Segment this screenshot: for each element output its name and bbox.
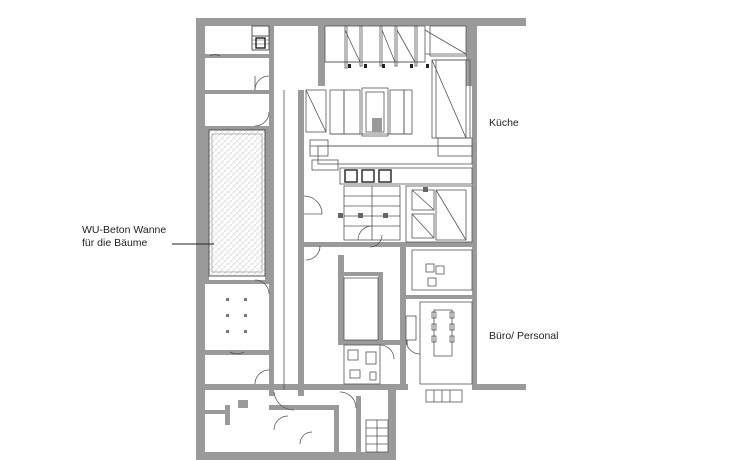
label-office: Büro/ Personal — [489, 330, 559, 342]
tree-markers — [226, 298, 247, 333]
exterior-walls — [196, 18, 526, 460]
label-tub-line1: WU-Beton Wanne — [82, 224, 167, 236]
thin-linework — [209, 25, 473, 453]
column-markers — [338, 187, 428, 218]
wu-concrete-tub — [208, 129, 266, 277]
window-marks — [348, 64, 429, 68]
label-kitchen: Küche — [489, 117, 519, 129]
top-stair — [251, 25, 270, 51]
label-tub-line2: für die Bäume — [82, 237, 148, 249]
